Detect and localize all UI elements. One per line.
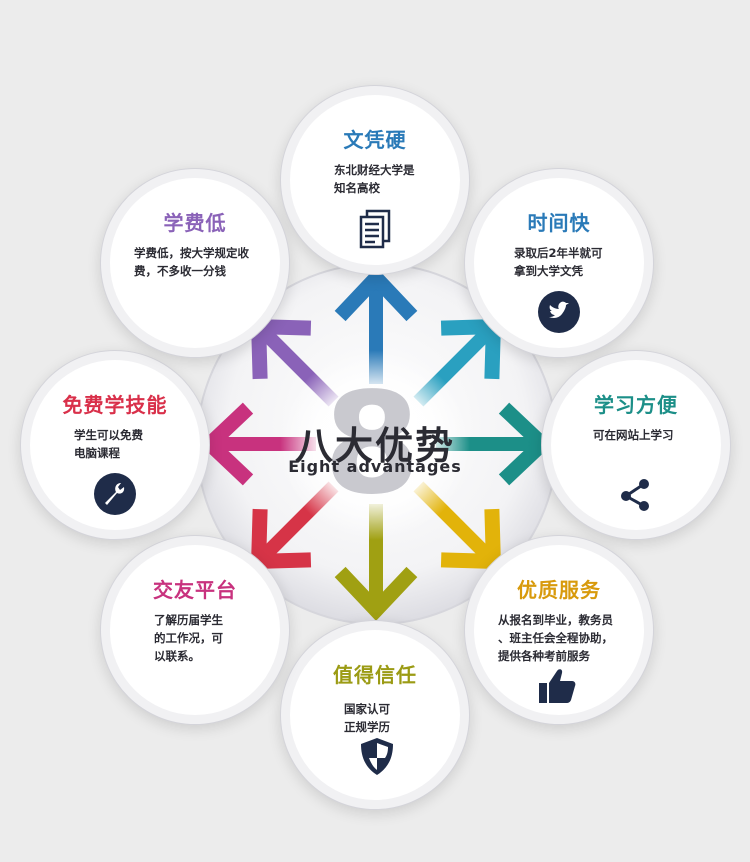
center-title: 八大优势 [294,424,455,468]
card-jiaoyoupingtai: 交友平台 了解历届学生的工作况，可以联系。 [110,545,280,715]
card-wenpingying: 文凭硬 东北财经大学是知名高校 [290,95,460,265]
card-desc: 东北财经大学是知名高校 [334,163,415,195]
card-title: 学习方便 [594,393,678,417]
arrow-up-head [334,267,418,322]
card-desc: 国家认可正规学历 [344,702,390,734]
bird-icon [538,291,580,333]
card-zhidexinren: 值得信任 国家认可正规学历 [290,630,460,800]
center-subtitle: Eight advantages [288,457,462,476]
wrench-icon [94,473,136,515]
arrow-down-right-head [440,508,502,570]
card-desc: 可在网站上学习 [593,428,674,442]
card-desc: 学生可以免费电脑课程 [74,428,143,460]
card-title: 交友平台 [153,578,237,602]
arrow-up-left-head [250,318,312,380]
card-xuexifangbian: 学习方便 可在网站上学习 [551,360,721,530]
arrow-down-left-head [250,508,312,570]
card-desc: 了解历届学生的工作况，可以联系。 [154,613,223,663]
shield-icon [361,738,393,775]
card-xuefeidi: 学费低 学费低，按大学规定收费，不多收一分钱 [110,178,280,348]
card-mianfeixuejineng: 免费学技能 学生可以免费电脑课程 [30,360,200,530]
card-title: 优质服务 [517,578,601,602]
card-title: 值得信任 [333,663,417,687]
card-title: 学费低 [163,211,227,235]
card-shijiankuai: 时间快 录取后2年半就可拿到大学文凭 [474,178,644,348]
card-youzhifuwu: 优质服务 从报名到毕业，教务员、班主任会全程协助，提供各种考前服务 [474,545,644,715]
arrow-up-right-head [440,318,502,380]
card-desc: 学费低，按大学规定收费，不多收一分钱 [134,246,249,278]
documents-icon [359,209,391,249]
share-icon [621,479,649,511]
center-number: 8 [323,363,420,526]
arrow-down-head [334,566,418,621]
center-glow [280,350,470,540]
card-title: 时间快 [527,211,591,235]
card-title: 文凭硬 [343,128,407,152]
card-desc: 录取后2年半就可拿到大学文凭 [514,246,603,278]
thumbs-up-icon [539,669,576,703]
arrow-right-head [498,402,553,486]
card-title: 免费学技能 [62,393,168,417]
arrow-left-head [199,402,254,486]
card-desc: 从报名到毕业，教务员、班主任会全程协助，提供各种考前服务 [498,613,613,663]
